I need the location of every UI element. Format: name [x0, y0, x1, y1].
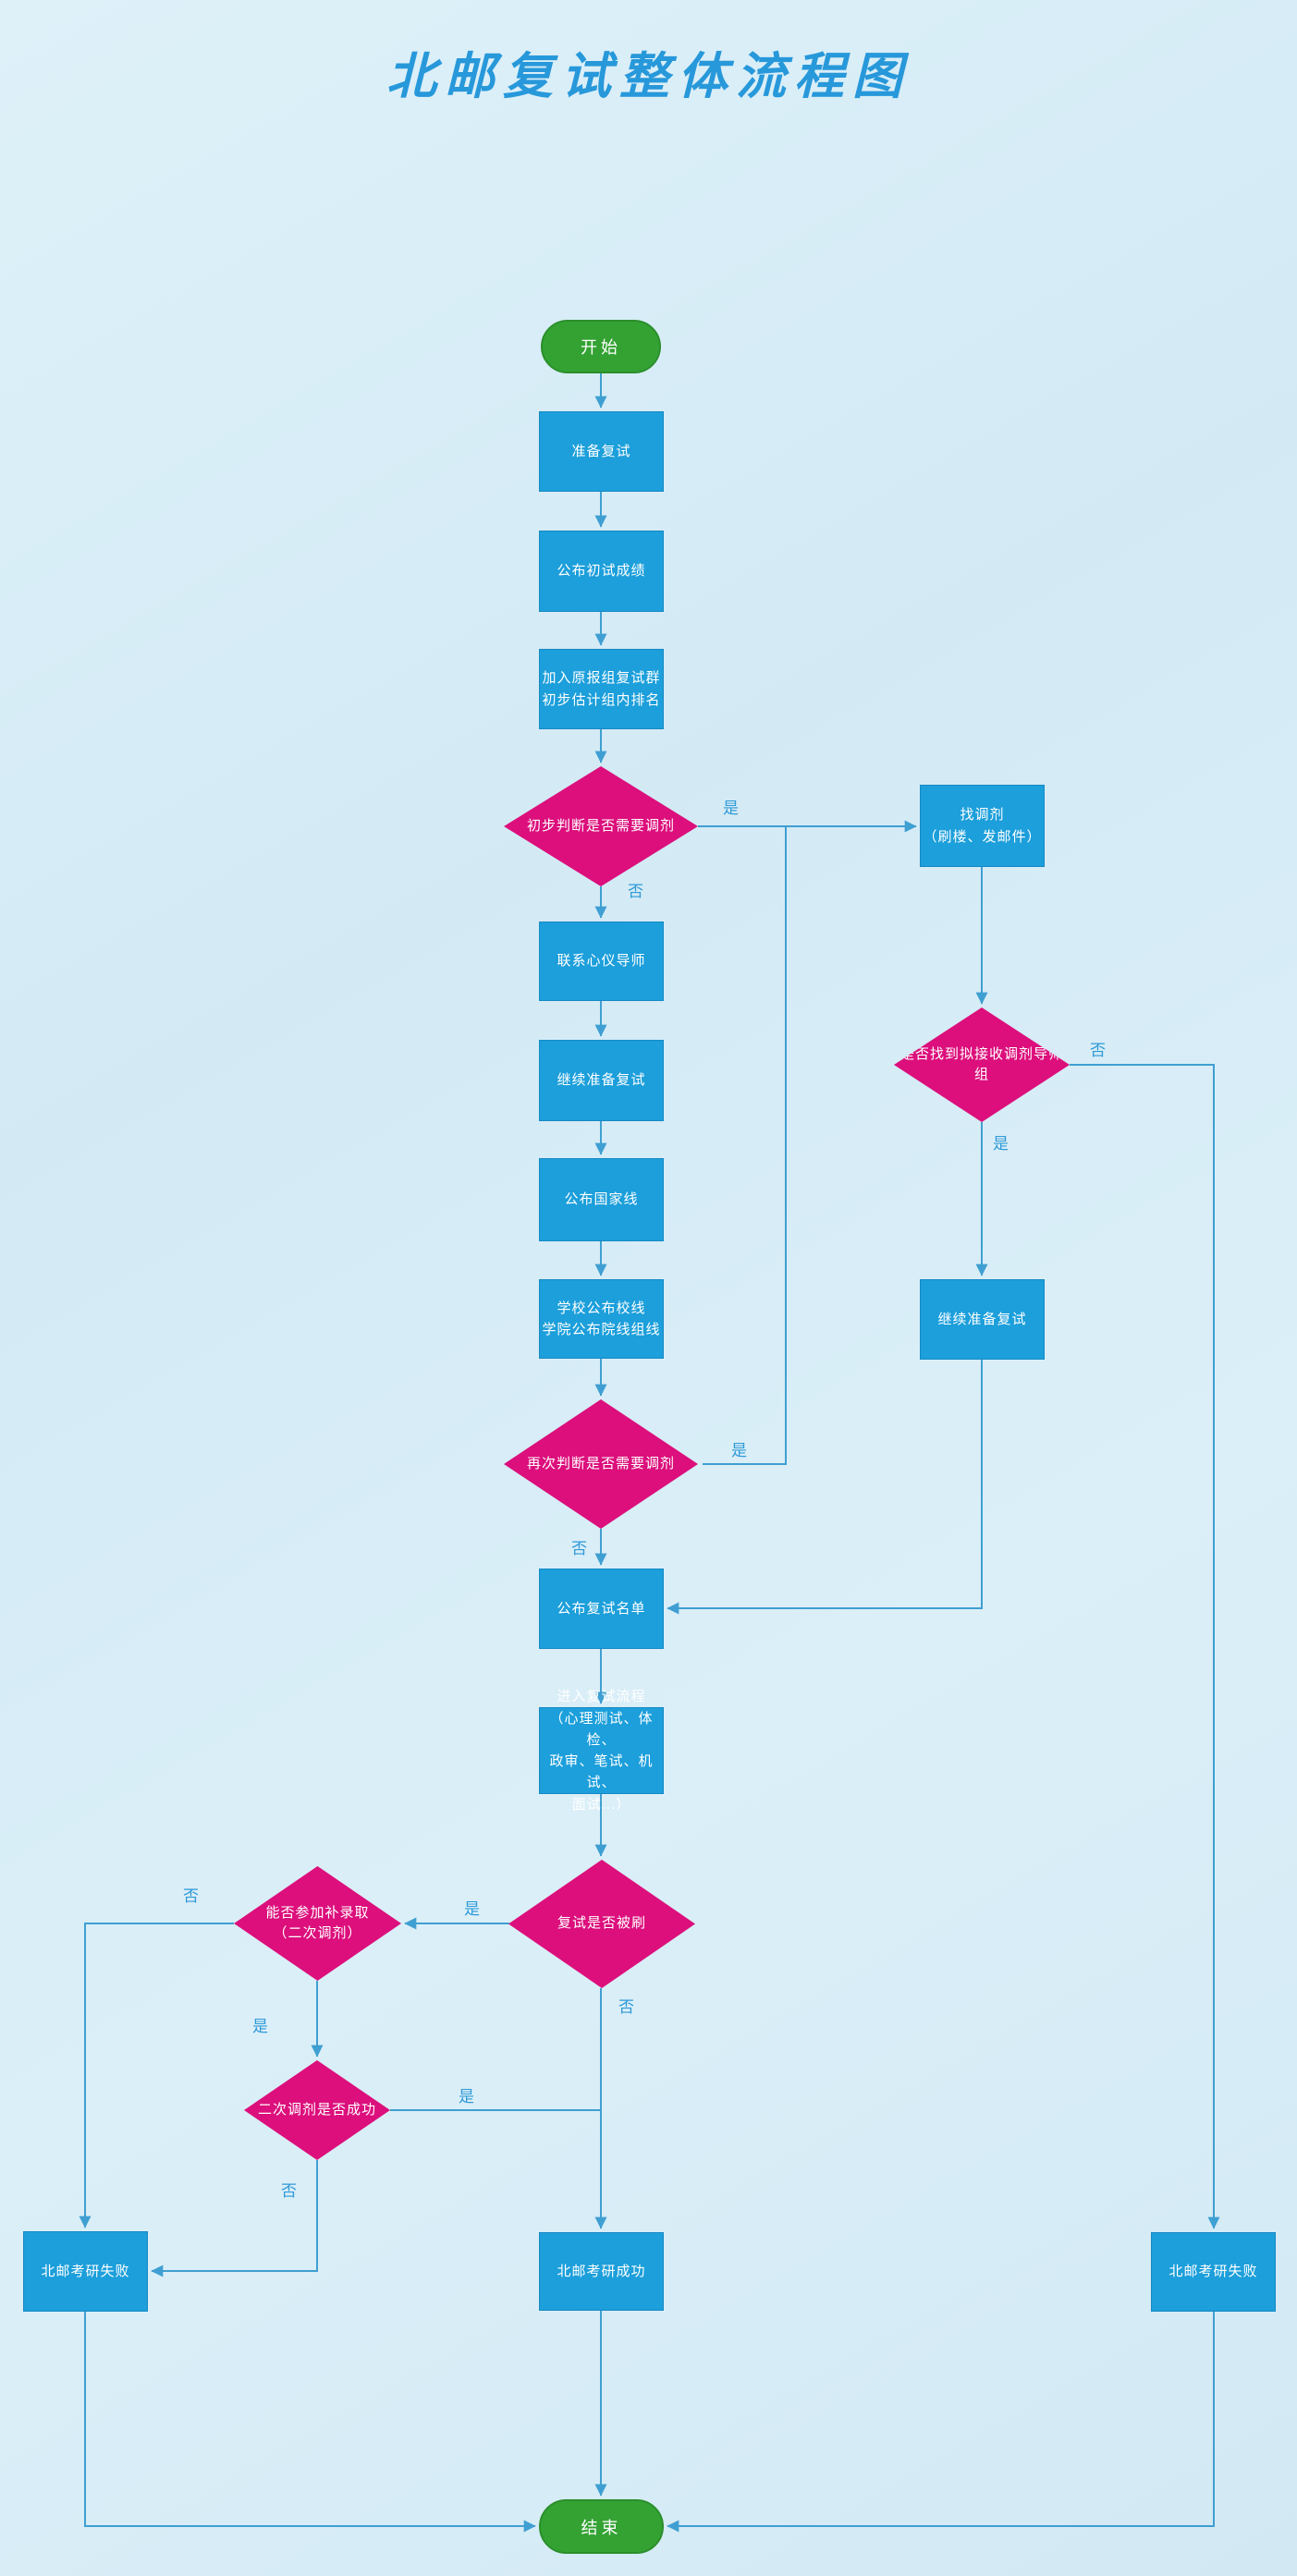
node-retest-process: 进入复试流程 （心理测试、体检、 政审、笔试、机试、 面试...） — [539, 1689, 664, 1813]
node-continue-prepare: 继续准备复试 — [539, 1040, 664, 1121]
edge-continueright-list — [667, 1360, 983, 1615]
node-success: 北邮考研成功 — [539, 2232, 664, 2311]
edge-dagain-yes-merge — [703, 827, 787, 1465]
edge-label-again-no: 否 — [571, 1540, 587, 1557]
node-join-group: 加入原报组复试群 初步估计组内排名 — [539, 649, 664, 729]
page-title: 北邮复试整体流程图 — [386, 46, 911, 105]
edge-failleft-end — [84, 2312, 536, 2533]
node-find-tiaoji: 找调剂 （刷楼、发邮件） — [920, 785, 1045, 867]
edge-label-initial-no: 否 — [628, 883, 643, 900]
edge-label-found-no: 否 — [1090, 1042, 1106, 1059]
edge-dsecond-no-failleft — [151, 2160, 318, 2277]
edge-label-makeup-yes: 是 — [252, 2018, 268, 2035]
node-national-line: 公布国家线 — [539, 1158, 664, 1241]
edge-dfound-no-failright — [1070, 1064, 1220, 2229]
edge-label-second-yes: 是 — [459, 2088, 474, 2106]
edge-label-second-no: 否 — [281, 2182, 297, 2200]
edge-failright-end — [667, 2312, 1215, 2533]
node-fail-left: 北邮考研失败 — [23, 2231, 148, 2312]
edge-label-initial-yes: 是 — [723, 800, 739, 817]
node-announce-retest-list: 公布复试名单 — [539, 1569, 664, 1649]
edge-label-makeup-no: 否 — [183, 1887, 199, 1905]
node-prepare-retest: 准备复试 — [539, 411, 664, 492]
node-continue-prepare-right: 继续准备复试 — [920, 1279, 1045, 1360]
node-school-line: 学校公布校线 学院公布院线组线 — [539, 1279, 664, 1359]
node-contact-advisor: 联系心仪导师 — [539, 922, 664, 1001]
node-fail-right: 北邮考研失败 — [1151, 2232, 1276, 2312]
edge-label-cut-no: 否 — [618, 1998, 634, 2016]
node-end: 结束 — [539, 2499, 664, 2554]
edge-label-cut-yes: 是 — [464, 1900, 480, 1918]
node-start: 开始 — [541, 320, 661, 373]
node-announce-initial-score: 公布初试成绩 — [539, 531, 664, 612]
edge-dmakeup-no-failleft — [79, 1923, 234, 2228]
edge-label-again-yes: 是 — [731, 1442, 747, 1459]
edge-label-found-yes: 是 — [993, 1135, 1009, 1153]
